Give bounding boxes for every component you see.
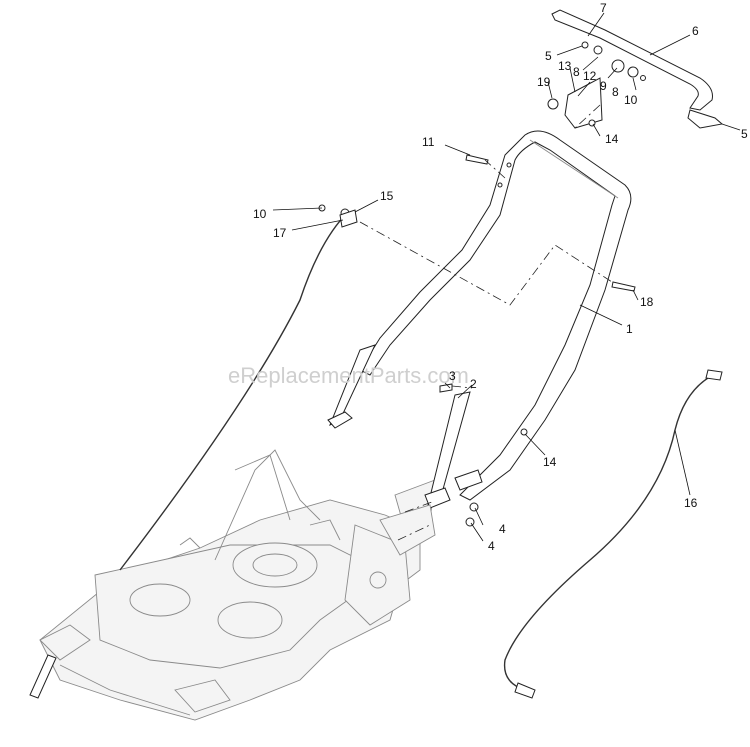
bail-bar <box>551 9 724 129</box>
callout-4-bottom: 4 <box>488 539 495 553</box>
callout-11: 11 <box>422 135 435 149</box>
callout-1: 1 <box>626 322 633 336</box>
callout-18: 18 <box>640 295 654 309</box>
callout-3: 3 <box>449 369 456 383</box>
callout-5-top: 5 <box>545 49 552 63</box>
leader-lines <box>272 12 741 542</box>
callout-5-right: 5 <box>741 127 748 141</box>
callout-12: 12 <box>583 69 597 83</box>
callout-2: 2 <box>470 377 477 391</box>
callout-15: 15 <box>380 189 394 203</box>
callout-19: 19 <box>537 75 551 89</box>
lower-handle-left <box>327 344 376 429</box>
callout-10-top: 10 <box>624 93 638 107</box>
control-bracket <box>547 41 646 129</box>
cable-16 <box>503 369 723 699</box>
callout-17: 17 <box>273 226 287 240</box>
callout-7: 7 <box>600 1 607 15</box>
mower-deck <box>39 449 436 721</box>
callout-14-bottom: 14 <box>543 455 557 469</box>
alignment-lines <box>359 104 613 541</box>
callout-8-left: 8 <box>573 65 580 79</box>
upper-handle <box>359 130 632 501</box>
hardware <box>318 119 636 527</box>
callout-10-left: 10 <box>253 207 267 221</box>
callout-9: 9 <box>600 79 607 93</box>
callout-16: 16 <box>684 496 698 510</box>
handle-brackets <box>379 504 436 556</box>
callouts: 7 6 5 13 8 12 9 8 10 19 14 5 11 15 10 17… <box>253 1 748 553</box>
callout-6: 6 <box>692 24 699 38</box>
callout-8-right: 8 <box>612 85 619 99</box>
callout-14-top: 14 <box>605 132 619 146</box>
watermark-text: eReplacementParts.com <box>228 363 469 388</box>
callout-4-top: 4 <box>499 522 506 536</box>
callout-13: 13 <box>558 59 572 73</box>
